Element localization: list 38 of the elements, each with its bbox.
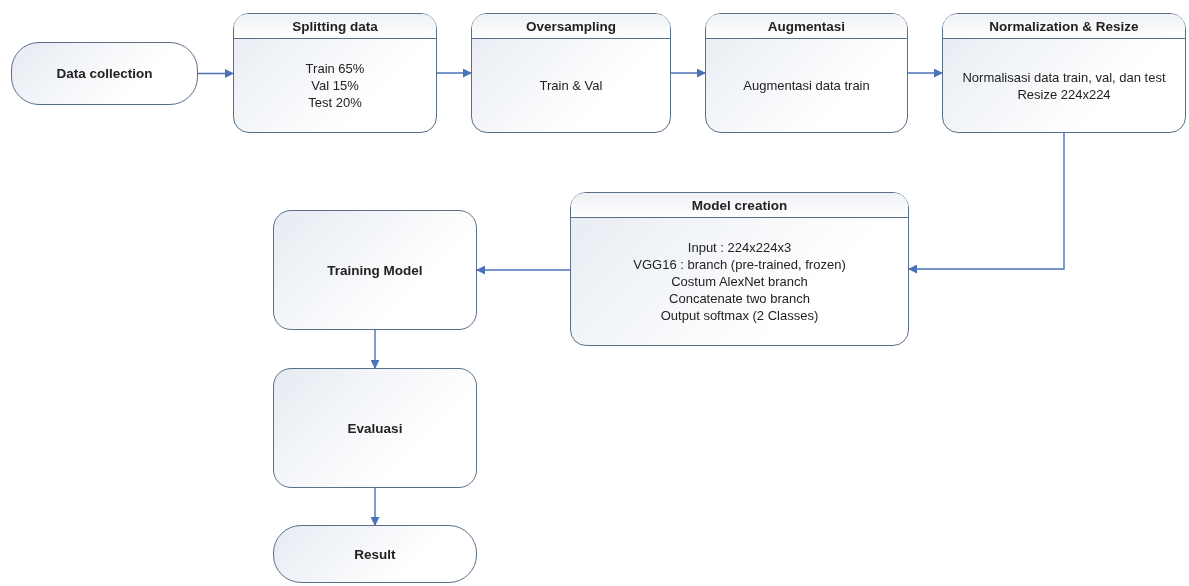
process-box: [570, 192, 909, 346]
arrow: [197, 69, 234, 78]
box-heading: Model creation: [571, 193, 908, 218]
arrow: [370, 487, 380, 526]
process-box: [273, 368, 477, 488]
process-box: [942, 13, 1186, 133]
box-text: Input : 224x224x3: [687, 239, 792, 256]
process-box: [233, 13, 437, 133]
box-text: Test 20%: [308, 94, 362, 111]
box-label: Evaluasi: [347, 419, 403, 437]
box-heading: Augmentasi: [706, 14, 907, 39]
arrow: [370, 329, 380, 369]
box-heading: Normalization & Resize: [943, 14, 1185, 39]
box-heading: Splitting data: [234, 14, 436, 39]
process-box: [471, 13, 671, 133]
box-label: Data collection: [56, 65, 153, 82]
arrow: [907, 68, 943, 78]
box-text: Train 65%: [305, 60, 365, 77]
box-text: Normalisasi data train, val, dan test: [962, 68, 1166, 86]
box-text: Train & Val: [539, 77, 603, 94]
box-text: Concatenate two branch: [669, 290, 810, 307]
process-box: [705, 13, 908, 133]
process-box: [273, 210, 477, 330]
box-text: Augmentasi data train: [743, 77, 870, 94]
arrow: [670, 68, 706, 78]
box-text: VGG16 : branch (pre-trained, frozen): [633, 256, 846, 273]
box-text: Resize 224x224: [1017, 85, 1111, 103]
box-text: Costum AlexNet branch: [671, 273, 808, 290]
arrow: [436, 68, 472, 78]
terminal-box: [11, 42, 198, 105]
terminal-box: [273, 525, 477, 583]
box-label: Result: [354, 545, 396, 563]
arrow: [908, 132, 1065, 274]
box-text: Output softmax (2 Classes): [660, 307, 819, 324]
box-label: Training Model: [327, 261, 423, 279]
box-text: Val 15%: [311, 77, 359, 94]
arrow: [476, 265, 571, 275]
box-heading: Oversampling: [472, 14, 670, 39]
